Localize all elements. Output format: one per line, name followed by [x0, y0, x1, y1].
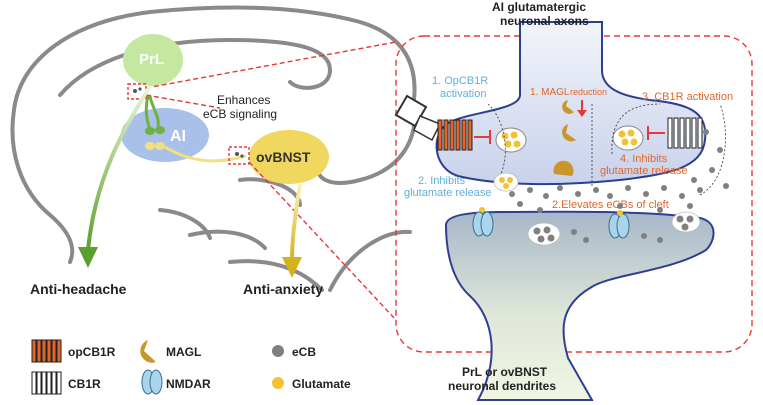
anti-headache-label: Anti-headache: [30, 281, 127, 297]
cleft-ecb-dots: [509, 129, 729, 213]
prl-region: [123, 34, 183, 86]
enhances-label-1: Enhances: [217, 93, 270, 107]
enhances-label-2: eCB signaling: [203, 107, 277, 121]
legend-cb1r-label: CB1R: [68, 377, 101, 391]
step2-line2: glutamate release: [404, 187, 491, 199]
legend-opcb1r-icon: [31, 339, 62, 363]
step1-line2: activation: [440, 88, 486, 100]
legend-nmdar-label: NMDAR: [166, 377, 211, 391]
step1-line1: 1. OpCB1R: [432, 75, 488, 87]
step2-line1: 2. Inhibits: [418, 175, 466, 187]
axon-title-2: neuronal axons: [500, 14, 589, 28]
legend-glutamate-label: Glutamate: [292, 377, 351, 391]
magl-step1-b: reduction: [570, 87, 607, 97]
vesicle-right: [612, 125, 644, 151]
legend: opCB1R CB1R MAGL NMDAR eCB Glutamate: [31, 339, 351, 395]
legend-nmdar-icon: [141, 369, 163, 395]
light-source-icon: [394, 94, 442, 142]
cb1r-receptor-icon: [667, 117, 703, 149]
legend-ecb-icon: [272, 345, 284, 357]
legend-opcb1r-label: opCB1R: [68, 345, 116, 359]
opcb1r-receptor-icon: [437, 119, 473, 151]
ai-label: AI: [170, 128, 186, 145]
magl-step2: 2.Elevates eCBs of cleft: [552, 199, 669, 211]
dendrite-title-2: neuronal dendrites: [448, 379, 556, 393]
brain-outline: [10, 5, 417, 292]
cb1r-step3: 3. CB1R activation: [642, 91, 733, 103]
ai-neurons: [144, 95, 247, 163]
anti-headache-arrow: [86, 84, 152, 251]
cb1r-step4-line1: 4. Inhibits: [620, 153, 668, 165]
ovbnst-region: [249, 130, 329, 184]
legend-cb1r-icon: [31, 371, 62, 395]
cb1r-step4-line2: glutamate release: [600, 165, 687, 177]
dendrite-ecb-clusters: [527, 211, 701, 246]
vesicle-left: [495, 127, 527, 153]
legend-magl-label: MAGL: [166, 345, 201, 359]
anti-anxiety-arrow: [290, 183, 302, 261]
anti-anxiety-label: Anti-anxiety: [243, 281, 323, 297]
magl-icon-bottom: [553, 160, 574, 176]
legend-magl-icon: [140, 340, 156, 363]
nmdar-icon: [472, 210, 630, 239]
prl-label: PrL: [139, 51, 164, 68]
axon-title-1: AI glutamatergic: [492, 0, 586, 14]
ovbnst-label: ovBNST: [256, 149, 311, 165]
legend-ecb-label: eCB: [292, 345, 316, 359]
magl-step1-a: 1. MAGL: [530, 87, 570, 98]
magl-icon-top: [562, 100, 574, 114]
ovbnst-synapse-box: [228, 146, 250, 165]
legend-glutamate-icon: [272, 377, 284, 389]
cleft-glutamate: [479, 172, 519, 213]
dendrite-title-1: PrL or ovBNST: [462, 365, 548, 379]
ai-region: [121, 108, 209, 162]
magl-icon-mid: [562, 124, 576, 142]
